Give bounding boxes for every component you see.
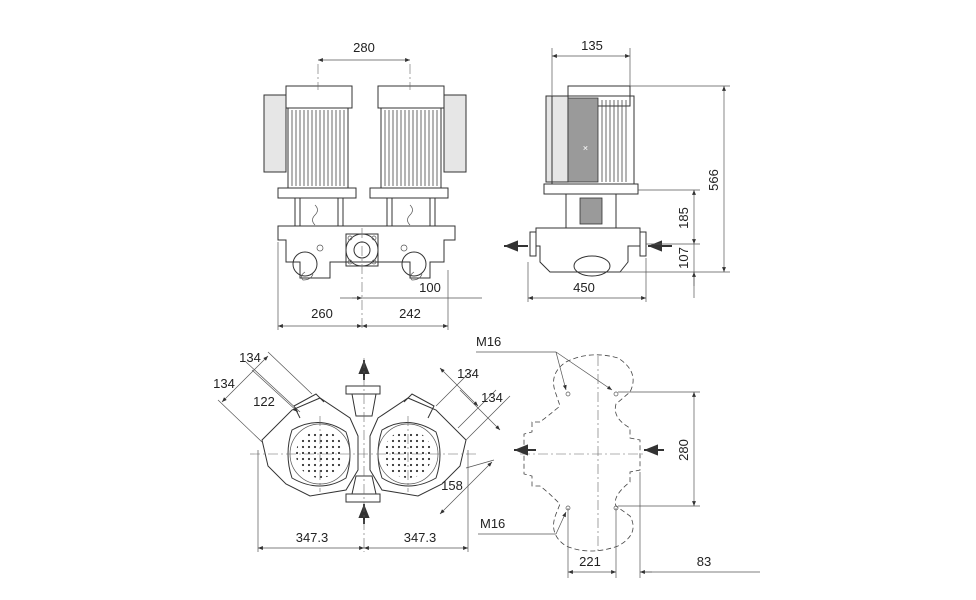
brand-mark-icon: ✕ [583, 145, 590, 151]
dim-label: 450 [573, 280, 595, 295]
dim-label: M16 [476, 334, 501, 349]
top-left-housing [261, 393, 359, 497]
top-view: 134 134 122 134 134 158 347 [213, 350, 511, 552]
dim-flange-221: 221 [568, 554, 616, 574]
bolt-label-bottom: M16 [478, 511, 567, 535]
side-view: ✕ 135 450 [504, 38, 730, 302]
dim-top-left-134a: 134 [221, 350, 269, 403]
dim-top-right-134a: 134 [439, 366, 479, 407]
dim-label: M16 [480, 516, 505, 531]
dim-label: 242 [399, 306, 421, 321]
dim-label: 135 [581, 38, 603, 53]
dim-label: 100 [419, 280, 441, 295]
dim-side-566: 566 [706, 86, 726, 272]
dim-side-185: 185 [676, 190, 696, 244]
front-pump-housing [277, 225, 456, 281]
dim-label: 280 [353, 40, 375, 55]
dim-side-107: 107 [676, 244, 696, 298]
dim-label: 185 [676, 207, 691, 229]
dim-label: 134 [481, 390, 503, 405]
dim-label: 134 [457, 366, 479, 381]
dim-label: 134 [213, 376, 235, 391]
dim-side-450: 450 [528, 280, 646, 300]
dim-top-right-134b: 134 [459, 389, 503, 431]
dim-label: 347.3 [296, 530, 329, 545]
dim-label: 566 [706, 169, 721, 191]
dim-label: 347.3 [404, 530, 437, 545]
dim-label: 83 [697, 554, 711, 569]
dim-label: 122 [253, 394, 275, 409]
dim-flange-83: 83 [640, 554, 760, 574]
dim-front-100: 100 [340, 280, 482, 300]
flange-view: M16 M16 280 221 83 [476, 334, 760, 578]
dim-top-158: 158 [439, 459, 495, 515]
dim-label: 107 [676, 247, 691, 269]
dim-top-347-left: 347.3 [258, 530, 364, 550]
dim-front-280: 280 [318, 40, 410, 62]
dim-top-left-134b: 134 [213, 376, 235, 391]
front-right-motor [369, 85, 467, 227]
front-view: 280 100 260 242 [263, 40, 482, 330]
bolt-label-top: M16 [476, 334, 613, 391]
dim-front-242: 242 [362, 306, 448, 328]
front-left-motor [263, 85, 357, 227]
dim-label: 134 [239, 350, 261, 365]
dim-label: 260 [311, 306, 333, 321]
dim-label: 158 [441, 478, 463, 493]
dim-label: 221 [579, 554, 601, 569]
dim-flange-280: 280 [676, 392, 696, 506]
dim-top-left-122: 122 [251, 369, 299, 413]
dim-label: 280 [676, 439, 691, 461]
dim-top-347-right: 347.3 [364, 530, 468, 550]
dim-side-135: 135 [552, 38, 630, 58]
dim-front-260: 260 [278, 306, 362, 328]
